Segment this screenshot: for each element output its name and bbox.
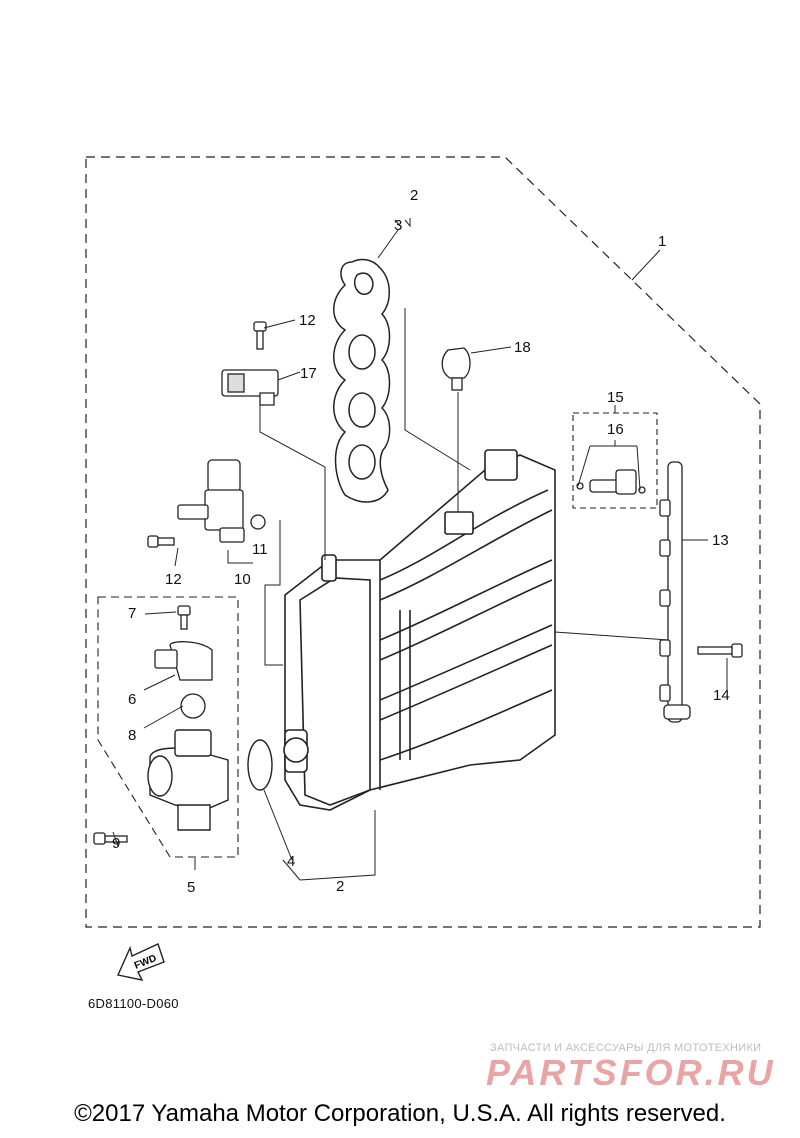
intake-manifold xyxy=(283,449,556,811)
diagram-code: 6D81100-D060 xyxy=(88,996,179,1011)
label-3: 3 xyxy=(394,217,402,234)
label-5: 5 xyxy=(187,879,195,896)
copyright-notice: ©2017 Yamaha Motor Corporation, U.S.A. A… xyxy=(74,1100,726,1127)
label-17: 17 xyxy=(300,365,317,382)
label-6: 6 xyxy=(128,691,136,708)
gasket-4 xyxy=(247,739,273,791)
throttle-body xyxy=(147,729,229,831)
leader-lines xyxy=(112,218,728,881)
assembly-boundary xyxy=(85,156,761,928)
label-12-top: 12 xyxy=(299,312,316,329)
o-ring-11 xyxy=(250,514,266,530)
bolt-7 xyxy=(177,605,191,630)
throttle-subgroup-boundary xyxy=(97,596,239,858)
injector-subgroup-boundary xyxy=(572,412,658,509)
watermark-tagline: ЗАПЧАСТИ И АКСЕССУАРЫ ДЛЯ МОТОТЕХНИКИ xyxy=(490,1042,762,1054)
label-2-bottom: 2 xyxy=(336,878,344,895)
sensor-map xyxy=(221,369,279,406)
idle-control-valve xyxy=(177,459,245,543)
hose-clamp xyxy=(441,347,471,391)
fwd-arrow-icon: FWD xyxy=(117,943,165,981)
label-4: 4 xyxy=(287,853,295,870)
label-9: 9 xyxy=(112,835,120,852)
label-11: 11 xyxy=(252,541,268,558)
o-ring-8 xyxy=(180,693,206,719)
label-18: 18 xyxy=(514,339,531,356)
bolt-upper xyxy=(253,321,267,350)
bolt-fuel-rail xyxy=(697,643,743,658)
manifold-gasket xyxy=(333,258,391,503)
label-8: 8 xyxy=(128,727,136,744)
label-10: 10 xyxy=(234,571,251,588)
label-1: 1 xyxy=(658,233,666,250)
label-7: 7 xyxy=(128,605,136,622)
bolt-left xyxy=(147,535,175,548)
fuel-injector xyxy=(576,469,646,495)
bolt-9 xyxy=(93,832,128,845)
fuel-rail xyxy=(659,461,691,723)
label-12-left: 12 xyxy=(165,571,182,588)
label-14: 14 xyxy=(713,687,730,704)
label-16: 16 xyxy=(607,421,624,438)
watermark-brand: PARTSFOR.RU xyxy=(486,1052,776,1093)
throttle-position-sensor xyxy=(154,641,213,681)
label-13: 13 xyxy=(712,532,729,549)
label-15: 15 xyxy=(607,389,624,406)
label-2-top: 2 xyxy=(410,187,418,204)
